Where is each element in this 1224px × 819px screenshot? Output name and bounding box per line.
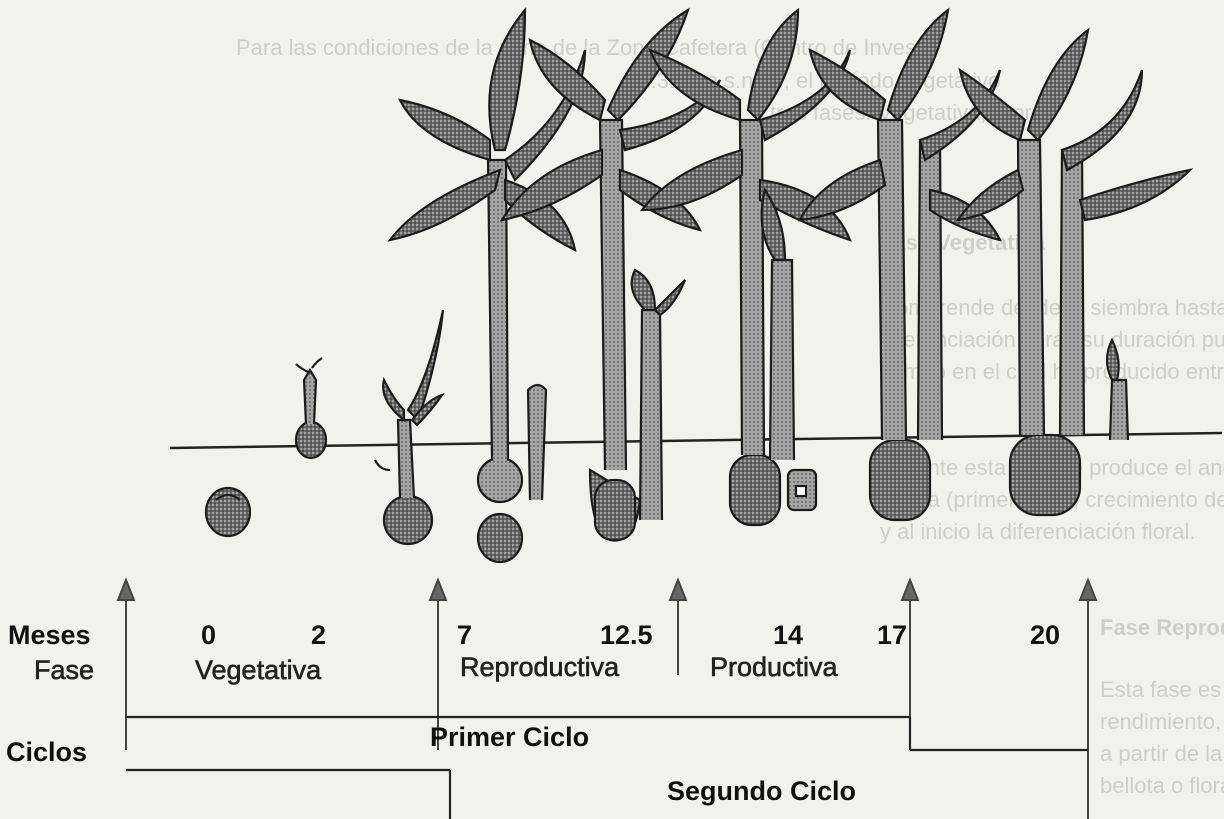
month-2-label: 2 xyxy=(311,620,326,651)
arrow-head-7 xyxy=(430,580,446,600)
months-row-label: Meses xyxy=(8,620,91,651)
phase-reproductiva-label: Reproductiva xyxy=(460,652,619,683)
arrow-head-0 xyxy=(118,580,134,600)
phase-productiva-label: Productiva xyxy=(710,652,838,683)
phase-row-label: Fase xyxy=(34,655,94,686)
second-cycle-label: Segundo Ciclo xyxy=(667,776,856,807)
month-12-5-label: 12.5 xyxy=(600,620,653,651)
plant-month-0 xyxy=(206,488,250,536)
phase-vegetativa-label: Vegetativa xyxy=(195,655,321,686)
plant-month-2 xyxy=(296,358,326,458)
month-0-label: 0 xyxy=(201,620,216,651)
month-20-label: 20 xyxy=(1030,620,1060,651)
cycles-row-label: Ciclos xyxy=(6,737,87,768)
arrow-head-12-5 xyxy=(670,580,686,600)
plant-month-20 xyxy=(958,30,1190,515)
arrow-head-20 xyxy=(1080,580,1096,600)
arrow-head-17 xyxy=(902,580,918,600)
plant-month-14 xyxy=(642,10,850,525)
first-cycle-label: Primer Ciclo xyxy=(430,722,589,753)
plant-month-4 xyxy=(375,310,443,544)
month-7-label: 7 xyxy=(457,620,472,651)
plant-month-7 xyxy=(390,10,585,562)
month-17-label: 17 xyxy=(877,620,907,651)
month-14-label: 14 xyxy=(773,620,803,651)
